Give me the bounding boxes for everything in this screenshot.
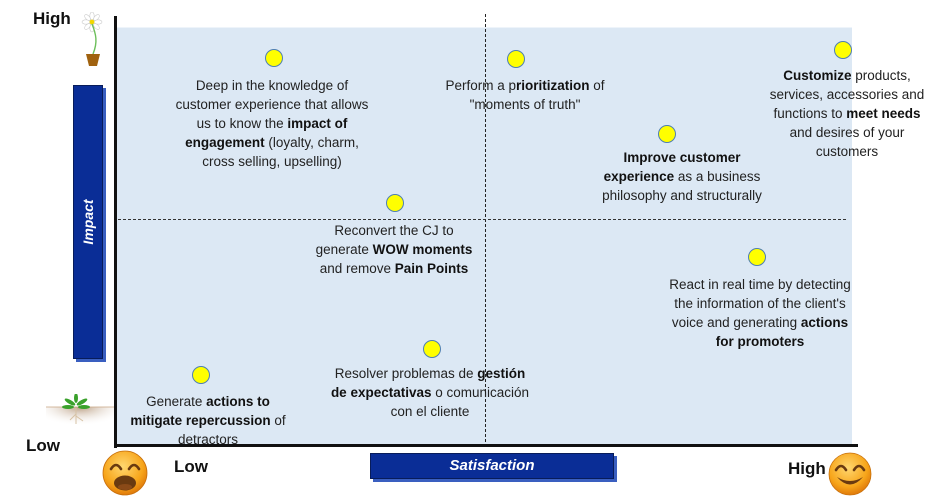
- point-marker[interactable]: [423, 340, 441, 358]
- plot-area: [116, 27, 852, 446]
- emphasis-text: actions for promoters: [715, 315, 849, 349]
- label-text: Reconvert the CJ to generate: [315, 223, 454, 257]
- x-axis-line: [114, 444, 858, 447]
- point-marker[interactable]: [507, 50, 525, 68]
- point-label-resolver-problemas: Resolver problemas de gestión de expecta…: [330, 364, 530, 421]
- emphasis-text: Customize: [783, 68, 852, 83]
- label-text: of "moments of truth": [469, 78, 605, 112]
- point-marker[interactable]: [658, 125, 676, 143]
- y-high-label: High: [33, 9, 71, 28]
- label-text: Resolver problemas de: [334, 366, 478, 381]
- label-text: and remove: [319, 261, 395, 276]
- emphasis-text: actions to mitigate repercussion: [130, 394, 271, 428]
- y-axis-title: Impact: [80, 199, 96, 245]
- point-label-reconvert-cj: Reconvert the CJ to generate WOW moments…: [306, 221, 482, 278]
- point-marker[interactable]: [386, 194, 404, 212]
- emphasis-text: rioritization: [516, 78, 590, 93]
- x-axis-title-bar: Satisfaction: [370, 453, 614, 479]
- emphasis-text: Pain Points: [394, 261, 469, 276]
- label-text: as a business philosophy and structurall…: [602, 169, 762, 203]
- label-text: o comunicación con el cliente: [390, 385, 530, 419]
- sprout-in-soil-icon: [46, 394, 114, 434]
- label-text: and desires of your customers: [789, 125, 905, 159]
- emphasis-text: Improve customer experience: [603, 150, 741, 184]
- emphasis-text: WOW moments: [372, 242, 473, 257]
- label-text: Perform a p: [445, 78, 516, 93]
- point-label-improve-cx: Improve customer experience as a busines…: [600, 148, 764, 205]
- y-low-label: Low: [26, 436, 60, 455]
- emphasis-text: meet needs: [846, 106, 921, 121]
- label-text: React in real time by detecting the info…: [669, 277, 851, 330]
- label-text: Deep in the knowledge of customer experi…: [175, 78, 369, 131]
- x-axis-title: Satisfaction: [449, 457, 535, 474]
- emphasis-text: impact of engagement: [185, 116, 348, 150]
- point-label-mitigate-detractors: Generate actions to mitigate repercussio…: [126, 392, 290, 449]
- point-label-deep-knowledge: Deep in the knowledge of customer experi…: [170, 76, 374, 171]
- y-axis-line: [114, 16, 117, 448]
- vertical-divider-dashed: [485, 14, 486, 442]
- point-marker[interactable]: [265, 49, 283, 67]
- point-label-customize: Customize products, services, accessorie…: [762, 66, 932, 161]
- x-low-label: Low: [174, 457, 208, 476]
- flower-in-pot-icon: [81, 12, 103, 66]
- point-marker[interactable]: [192, 366, 210, 384]
- crying-face-icon: [102, 450, 148, 496]
- label-text: Generate: [146, 394, 207, 409]
- point-marker[interactable]: [834, 41, 852, 59]
- label-text: (loyalty, charm, cross selling, upsellin…: [202, 135, 359, 169]
- horizontal-divider-dashed: [118, 219, 846, 220]
- point-label-prioritization: Perform a prioritization of "moments of …: [432, 76, 618, 114]
- label-text: of detractors: [177, 413, 286, 447]
- y-axis-title-bar: Impact: [73, 85, 103, 359]
- smiling-face-icon: [828, 452, 872, 496]
- emphasis-text: gestión de expectativas: [330, 366, 526, 400]
- point-marker[interactable]: [748, 248, 766, 266]
- x-high-label: High: [788, 459, 826, 478]
- point-label-react-real-time: React in real time by detecting the info…: [662, 275, 858, 351]
- label-text: products, services, accessories and func…: [769, 68, 925, 121]
